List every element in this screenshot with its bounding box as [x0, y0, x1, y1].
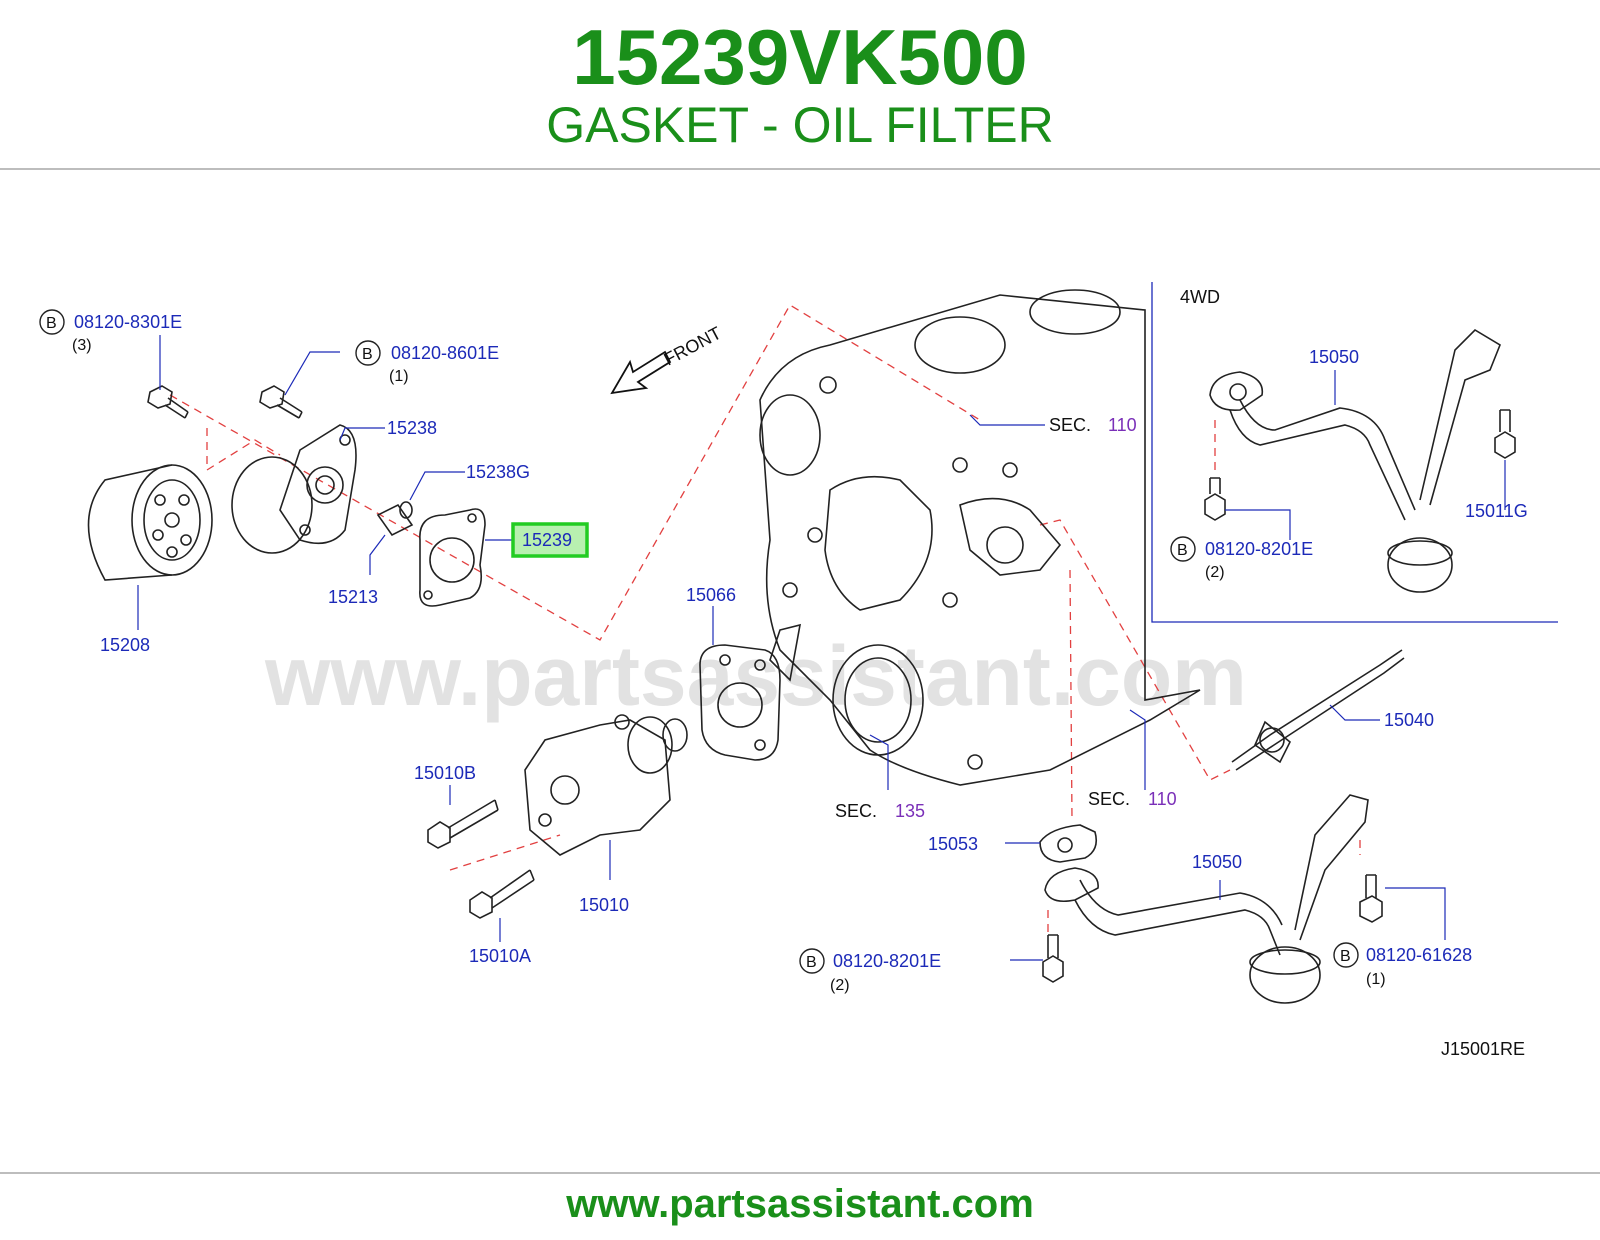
bolt-15010B-drawing — [427, 799, 499, 849]
part-number-title: 15239VK500 — [572, 13, 1028, 101]
assembly-line-filter — [169, 304, 981, 641]
label-15053[interactable]: 15053 — [928, 834, 978, 854]
label-15238G[interactable]: 15238G — [466, 462, 530, 482]
header-divider — [0, 168, 1600, 170]
oil-pump-drawing — [524, 714, 688, 856]
dipstick-drawing — [1231, 649, 1405, 771]
label-4wd: 4WD — [1180, 287, 1220, 307]
label-08120-8201E-lower[interactable]: 08120-8201E — [833, 951, 941, 971]
svg-text:B: B — [1177, 542, 1188, 559]
bolt-marker-8201E-4wd: B — [1170, 536, 1196, 562]
footer-divider — [0, 1172, 1600, 1174]
bolt-marker-8301E: B — [39, 309, 65, 335]
label-15239-highlighted[interactable]: 15239 — [522, 530, 572, 550]
label-08120-8201E-4wd[interactable]: 08120-8201E — [1205, 539, 1313, 559]
svg-text:B: B — [46, 315, 57, 332]
label-15010B[interactable]: 15010B — [414, 763, 476, 783]
label-15238[interactable]: 15238 — [387, 418, 437, 438]
bolt-15010A-drawing — [469, 869, 535, 919]
oil-strainer-4wd-drawing — [1209, 328, 1501, 593]
bolt-61628-drawing — [1359, 874, 1383, 923]
label-qty-2-lower: (2) — [830, 977, 850, 994]
oil-filter-drawing — [87, 464, 213, 581]
label-15010A[interactable]: 15010A — [469, 946, 531, 966]
highlight-box-15239 — [511, 522, 589, 558]
assembly-line-dipstick — [1039, 519, 1231, 781]
bolt-marker-8601E: B — [355, 340, 381, 366]
label-sec-110-bottom[interactable]: 110 — [1148, 789, 1177, 809]
pump-gasket-drawing — [699, 644, 781, 761]
assembly-line-bolt — [206, 428, 281, 472]
label-08120-8601E[interactable]: 08120-8601E — [391, 343, 499, 363]
label-15050-lower[interactable]: 15050 — [1192, 852, 1242, 872]
svg-text:B: B — [362, 346, 373, 363]
label-qty-1-lower: (1) — [1366, 971, 1386, 988]
assembly-line-pump — [449, 834, 561, 871]
part-name-subtitle: GASKET - OIL FILTER — [546, 97, 1054, 153]
label-sec-a: SEC. — [1049, 415, 1091, 435]
label-15040[interactable]: 15040 — [1384, 710, 1434, 730]
bolt-8201E-lower-drawing — [1042, 934, 1064, 983]
label-08120-61628[interactable]: 08120-61628 — [1366, 945, 1472, 965]
bolt-15011G-drawing — [1494, 409, 1516, 459]
bolt-marker-8201E-lower: B — [799, 948, 825, 974]
svg-text:B: B — [806, 954, 817, 971]
label-15050-4wd[interactable]: 15050 — [1309, 347, 1359, 367]
label-15208[interactable]: 15208 — [100, 635, 150, 655]
strainer-gasket-drawing — [1039, 824, 1098, 863]
front-label: FRONT — [660, 323, 724, 370]
label-sec-110-top[interactable]: 110 — [1108, 415, 1137, 435]
oil-strainer-lower-drawing — [1044, 794, 1369, 1004]
bolt-8601E-drawing — [259, 385, 303, 419]
label-qty-1-top: (1) — [389, 368, 409, 385]
label-15066[interactable]: 15066 — [686, 585, 736, 605]
bolt-marker-61628: B — [1333, 942, 1359, 968]
front-arrow-icon — [610, 350, 672, 395]
label-08120-8301E[interactable]: 08120-8301E — [74, 312, 182, 332]
label-sec-135[interactable]: 135 — [895, 801, 925, 821]
relief-valve-drawing — [376, 501, 414, 537]
label-qty-2-4wd: (2) — [1205, 564, 1225, 581]
label-15011G[interactable]: 15011G — [1465, 501, 1528, 521]
filter-bracket-drawing — [231, 424, 357, 554]
label-15010[interactable]: 15010 — [579, 895, 629, 915]
svg-text:B: B — [1340, 948, 1351, 965]
drawing-code: J15001RE — [1441, 1039, 1525, 1059]
label-sec-c: SEC. — [1088, 789, 1130, 809]
bolt-8201E-4wd-drawing — [1204, 477, 1226, 521]
footer-site-link[interactable]: www.partsassistant.com — [566, 1182, 1034, 1226]
engine-block-drawing — [759, 289, 1201, 786]
watermark-text: www.partsassistant.com — [264, 629, 1247, 723]
fourwd-inset-frame — [1151, 282, 1558, 623]
label-qty-3: (3) — [72, 337, 92, 354]
oil-filter-gasket-drawing — [419, 508, 486, 607]
page-header: 15239VK500 GASKET - OIL FILTER — [0, 0, 1600, 170]
bolt-8301E-drawing — [147, 385, 189, 419]
label-sec-b: SEC. — [835, 801, 877, 821]
label-15213[interactable]: 15213 — [328, 587, 378, 607]
